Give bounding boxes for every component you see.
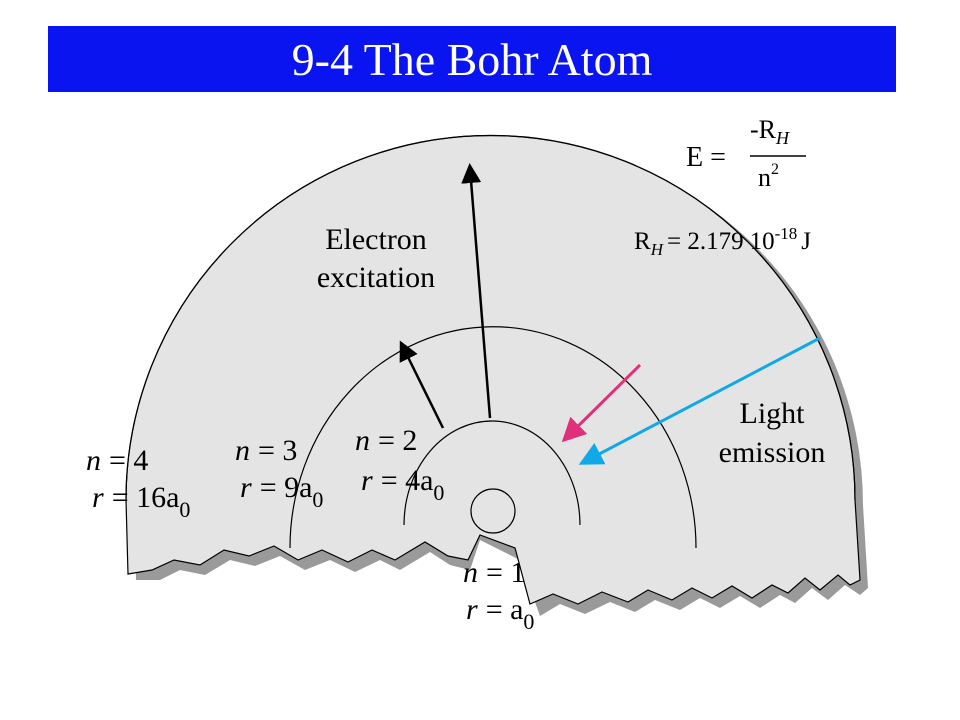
orbit-n2 — [403, 420, 581, 526]
orbit-n1-nucleus — [470, 488, 516, 534]
excitation-label-line1: Electron — [325, 223, 427, 256]
level-n4-r: r= 16a0 — [92, 481, 190, 522]
emission-arrow-blue — [578, 336, 821, 465]
excitation-arrow-short — [399, 340, 445, 429]
formula-lhs: E = — [686, 142, 726, 173]
orbit-n4-outer-edge — [125, 134, 856, 501]
excitation-label-line2: excitation — [317, 261, 435, 294]
level-n3-n: n= 3 — [235, 434, 297, 467]
page-title: 9-4 The Bohr Atom — [291, 33, 653, 85]
atom-body — [125, 134, 861, 605]
level-n4-n: n= 4 — [86, 444, 148, 477]
excitation-arrow-long — [461, 163, 492, 419]
orbit-n3 — [289, 326, 697, 549]
level-n1-n: n= 1 — [463, 556, 525, 589]
formula-denominator: n2 — [758, 161, 779, 192]
formula-numerator: -RH — [750, 115, 790, 148]
level-n1-r: r= a0 — [466, 593, 534, 634]
level-n2-n: n= 2 — [355, 424, 417, 457]
emission-label-line2: emission — [719, 436, 826, 469]
level-n3-r: r= 9a0 — [240, 471, 323, 512]
emission-label-line1: Light — [740, 397, 806, 430]
energy-formula: E = -RH n2 — [686, 115, 806, 192]
level-n2-r: r= 4a0 — [361, 464, 444, 505]
title-bar: 9-4 The Bohr Atom — [48, 26, 896, 92]
emission-arrow-pink — [561, 363, 642, 443]
